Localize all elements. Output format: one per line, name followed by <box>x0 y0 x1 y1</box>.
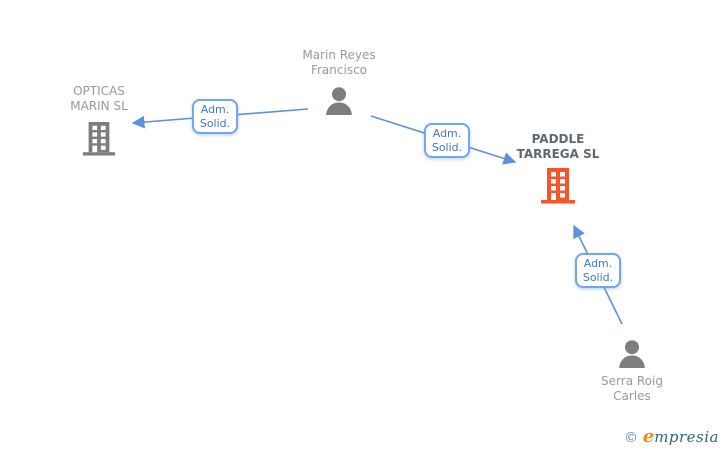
node-label-opticas-marin: OPTICAS MARIN SL <box>70 84 128 113</box>
node-label-marin-reyes: Marin Reyes Francisco <box>302 48 376 77</box>
person-icon <box>323 87 355 115</box>
node-person-marin-reyes[interactable]: Marin Reyes Francisco <box>279 48 399 115</box>
node-label-paddle-tarrega: PADDLE TARREGA SL <box>516 132 600 161</box>
node-company-paddle-tarrega[interactable]: PADDLE TARREGA SL <box>498 132 618 205</box>
empresia-logo[interactable]: © empresia <box>624 428 719 447</box>
node-company-opticas-marin[interactable]: OPTICAS MARIN SL <box>39 84 159 157</box>
logo-brand-text: mpresia <box>654 428 719 446</box>
copyright-icon: © <box>623 430 638 446</box>
node-label-serra-roig: Serra Roig Carles <box>601 374 663 403</box>
building-icon-gray <box>82 121 116 157</box>
person-icon <box>616 340 648 368</box>
edge-label-marin-to-opticas: Adm. Solid. <box>192 99 238 134</box>
edge-label-serra-to-paddle: Adm. Solid. <box>575 253 621 288</box>
logo-letter-e: e <box>642 426 655 447</box>
building-icon-orange <box>540 167 576 205</box>
node-person-serra-roig[interactable]: Serra Roig Carles <box>572 340 692 404</box>
edge-label-marin-to-paddle: Adm. Solid. <box>424 123 470 158</box>
